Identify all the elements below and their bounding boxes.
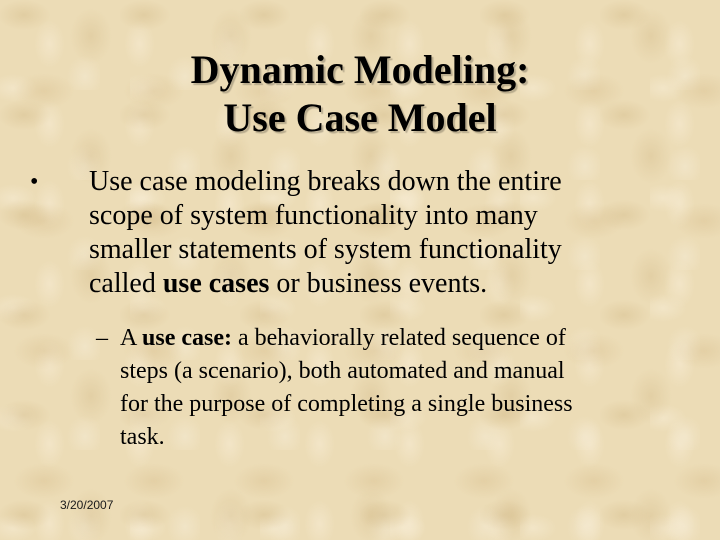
sub-bullet-line: steps (a scenario), both automated and m… <box>120 358 565 384</box>
term-use-case: use case: <box>142 325 232 351</box>
slide-title: Dynamic Modeling: Use Case Model <box>0 46 720 142</box>
footer-date: 3/20/2007 <box>60 498 114 512</box>
dash-icon: – <box>96 325 108 351</box>
bullet-dot-icon: • <box>30 169 39 195</box>
bullet-text-post: or business events. <box>269 268 488 299</box>
bullet-line: scope of system functionality into many <box>89 200 538 231</box>
bullet-item: • Use case modeling breaks down the enti… <box>30 165 700 301</box>
sub-bullet-text: A use case: a behaviorally related seque… <box>120 322 696 454</box>
title-line-2: Use Case Model <box>223 95 497 140</box>
sub-bullet-text-post: a behaviorally related sequence of <box>232 325 566 351</box>
title-line-1: Dynamic Modeling: <box>190 47 530 92</box>
sub-bullet-text-pre: A <box>120 325 143 351</box>
bullet-line: smaller statements of system functionali… <box>89 234 562 265</box>
sub-bullet-line: A use case: a behaviorally related seque… <box>120 322 696 355</box>
bullet-text: Use case modeling breaks down the entire… <box>89 165 700 301</box>
term-use-cases: use cases <box>162 268 270 299</box>
bullet-line: Use case modeling breaks down the entire <box>89 166 562 197</box>
bullet-text-pre: called <box>89 268 163 299</box>
sub-bullet-line: for the purpose of completing a single b… <box>120 391 573 417</box>
sub-bullet-line: task. <box>120 424 165 450</box>
sub-bullet-item: – A use case: a behaviorally related seq… <box>96 322 696 454</box>
bullet-line: called use cases or business events. <box>89 267 700 301</box>
